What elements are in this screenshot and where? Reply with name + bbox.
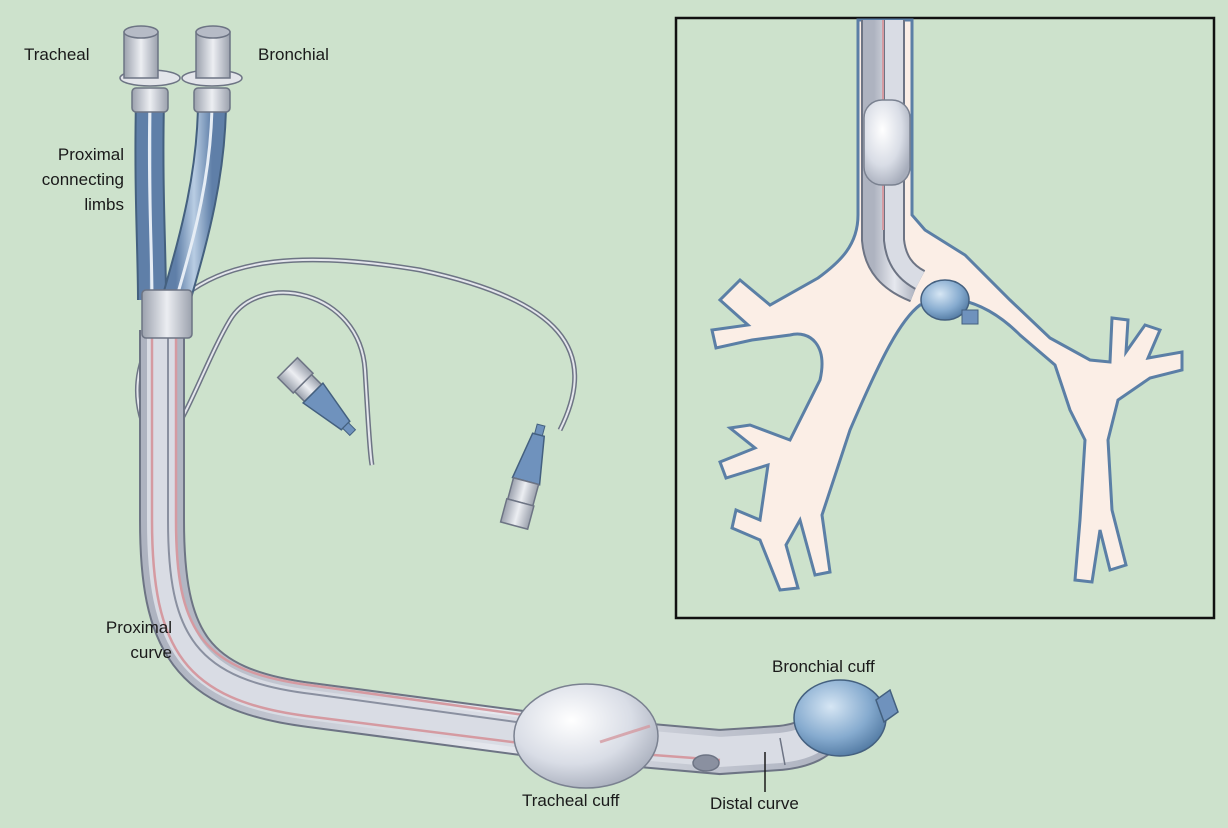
inset-airway-view: [676, 18, 1214, 618]
label-distal-curve: Distal curve: [710, 794, 799, 813]
label-proximal-connecting-limbs-line3: limbs: [84, 195, 124, 214]
label-bronchial-cuff: Bronchial cuff: [772, 657, 875, 676]
tracheal-lumen-opening: [693, 755, 719, 771]
label-proximal-connecting-limbs-line2: connecting: [42, 170, 124, 189]
label-tracheal-cuff: Tracheal cuff: [522, 791, 620, 810]
label-proximal-connecting-limbs-line1: Proximal: [58, 145, 124, 164]
tracheal-cuff: [514, 684, 658, 788]
label-proximal-curve-line1: Proximal: [106, 618, 172, 637]
limb-junction-sleeve: [142, 290, 192, 338]
label-tracheal: Tracheal: [24, 45, 90, 64]
label-proximal-curve-line2: curve: [130, 643, 172, 662]
label-bronchial: Bronchial: [258, 45, 329, 64]
